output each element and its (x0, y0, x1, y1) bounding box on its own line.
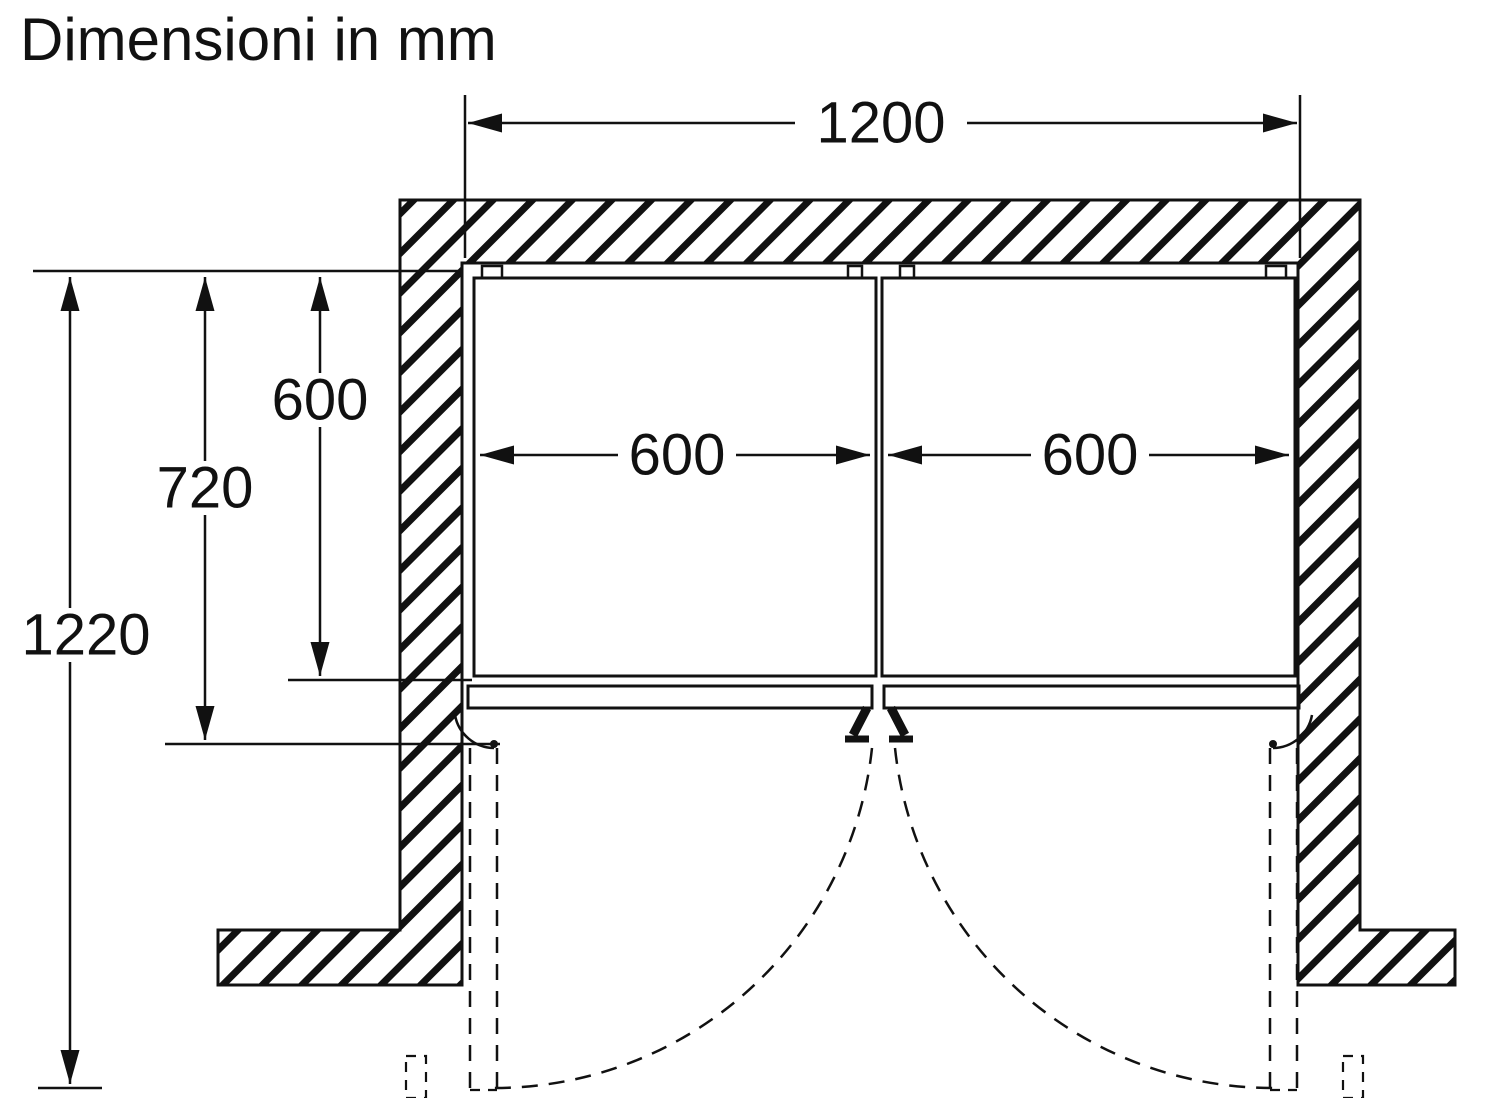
label-background (618, 428, 736, 482)
appliance-right-unit-outline (880, 276, 1297, 678)
appliance-top-view: 600 600 (466, 264, 1301, 743)
door-swing-arc-left (493, 747, 874, 1090)
door-swing-arc-right (893, 747, 1274, 1090)
center-hinge-bracket-left (845, 705, 871, 743)
hinge-tab-rear-right-outer (1264, 264, 1288, 280)
hinge-tab-rear-left-outer (480, 264, 504, 280)
label-background (12, 608, 160, 662)
door-front-left (466, 684, 874, 710)
pivot-arc-right (1272, 714, 1314, 750)
appliance-left-unit-outline (472, 276, 878, 678)
pivot-arc-left (453, 714, 495, 750)
diagram-title: Dimensioni in mm (20, 6, 497, 73)
dim-depth-stack: 1220 720 600 (12, 269, 500, 1090)
dim-depth-body-label: 600 (272, 368, 369, 433)
dim-right-unit-width: 600 (888, 423, 1289, 488)
label-background (148, 461, 262, 515)
dim-depth-door-label: 720 (157, 456, 254, 521)
dim-niche-width: 1200 (463, 91, 1302, 258)
dim-door-open-label: 1220 (21, 603, 150, 668)
open-door-right-handle (1341, 1054, 1365, 1098)
hinge-pivot-left (490, 740, 498, 748)
dim-right-unit-label: 600 (1042, 423, 1139, 488)
center-hinge-bracket-right (887, 705, 913, 743)
door-swing-geometry (404, 714, 1365, 1098)
label-background (795, 96, 967, 150)
hinge-pivot-right (1269, 740, 1277, 748)
label-background (263, 373, 377, 427)
label-background (1031, 428, 1149, 482)
open-door-left-handle (404, 1054, 428, 1098)
door-front-right (882, 684, 1301, 710)
wall-hatching (216, 198, 1457, 987)
hinge-tab-rear-left-inner (846, 264, 864, 280)
hinge-tab-rear-right-inner (898, 264, 916, 280)
dim-left-unit-label: 600 (629, 423, 726, 488)
dim-niche-width-label: 1200 (816, 91, 945, 156)
dim-left-unit-width: 600 (480, 423, 870, 488)
